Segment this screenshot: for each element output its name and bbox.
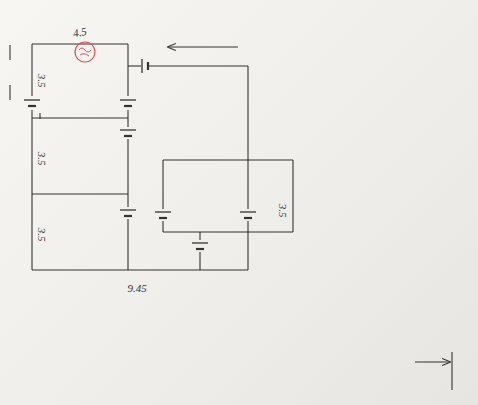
wires <box>10 44 452 390</box>
battery-plate <box>196 248 204 250</box>
dimension-label: 3.5 <box>37 227 48 241</box>
dimension-label: 3.5 <box>278 203 289 217</box>
red-stamp-mark <box>79 48 91 56</box>
battery-plate <box>28 105 36 107</box>
battery-plate <box>120 99 136 100</box>
battery-plate <box>120 209 136 210</box>
battery-plate <box>159 217 167 219</box>
battery-plate <box>244 217 252 219</box>
battery-plate <box>192 242 208 243</box>
battery-plate <box>147 62 149 70</box>
dimension-label: 3.5 <box>37 151 48 165</box>
battery-plate <box>155 211 171 212</box>
dimension-label: 4.5 <box>72 25 87 38</box>
length-label: 9.45 <box>127 283 146 294</box>
battery-plate <box>124 215 132 217</box>
battery-plate <box>124 135 132 137</box>
battery-plate <box>124 105 132 107</box>
dimension-label: 3.5 <box>37 73 48 87</box>
battery-plate <box>141 59 142 73</box>
battery-plate <box>120 129 136 130</box>
battery-plate <box>240 211 256 212</box>
battery-plate <box>24 99 40 100</box>
red-stamp <box>75 42 95 62</box>
battery-symbols <box>24 59 256 249</box>
